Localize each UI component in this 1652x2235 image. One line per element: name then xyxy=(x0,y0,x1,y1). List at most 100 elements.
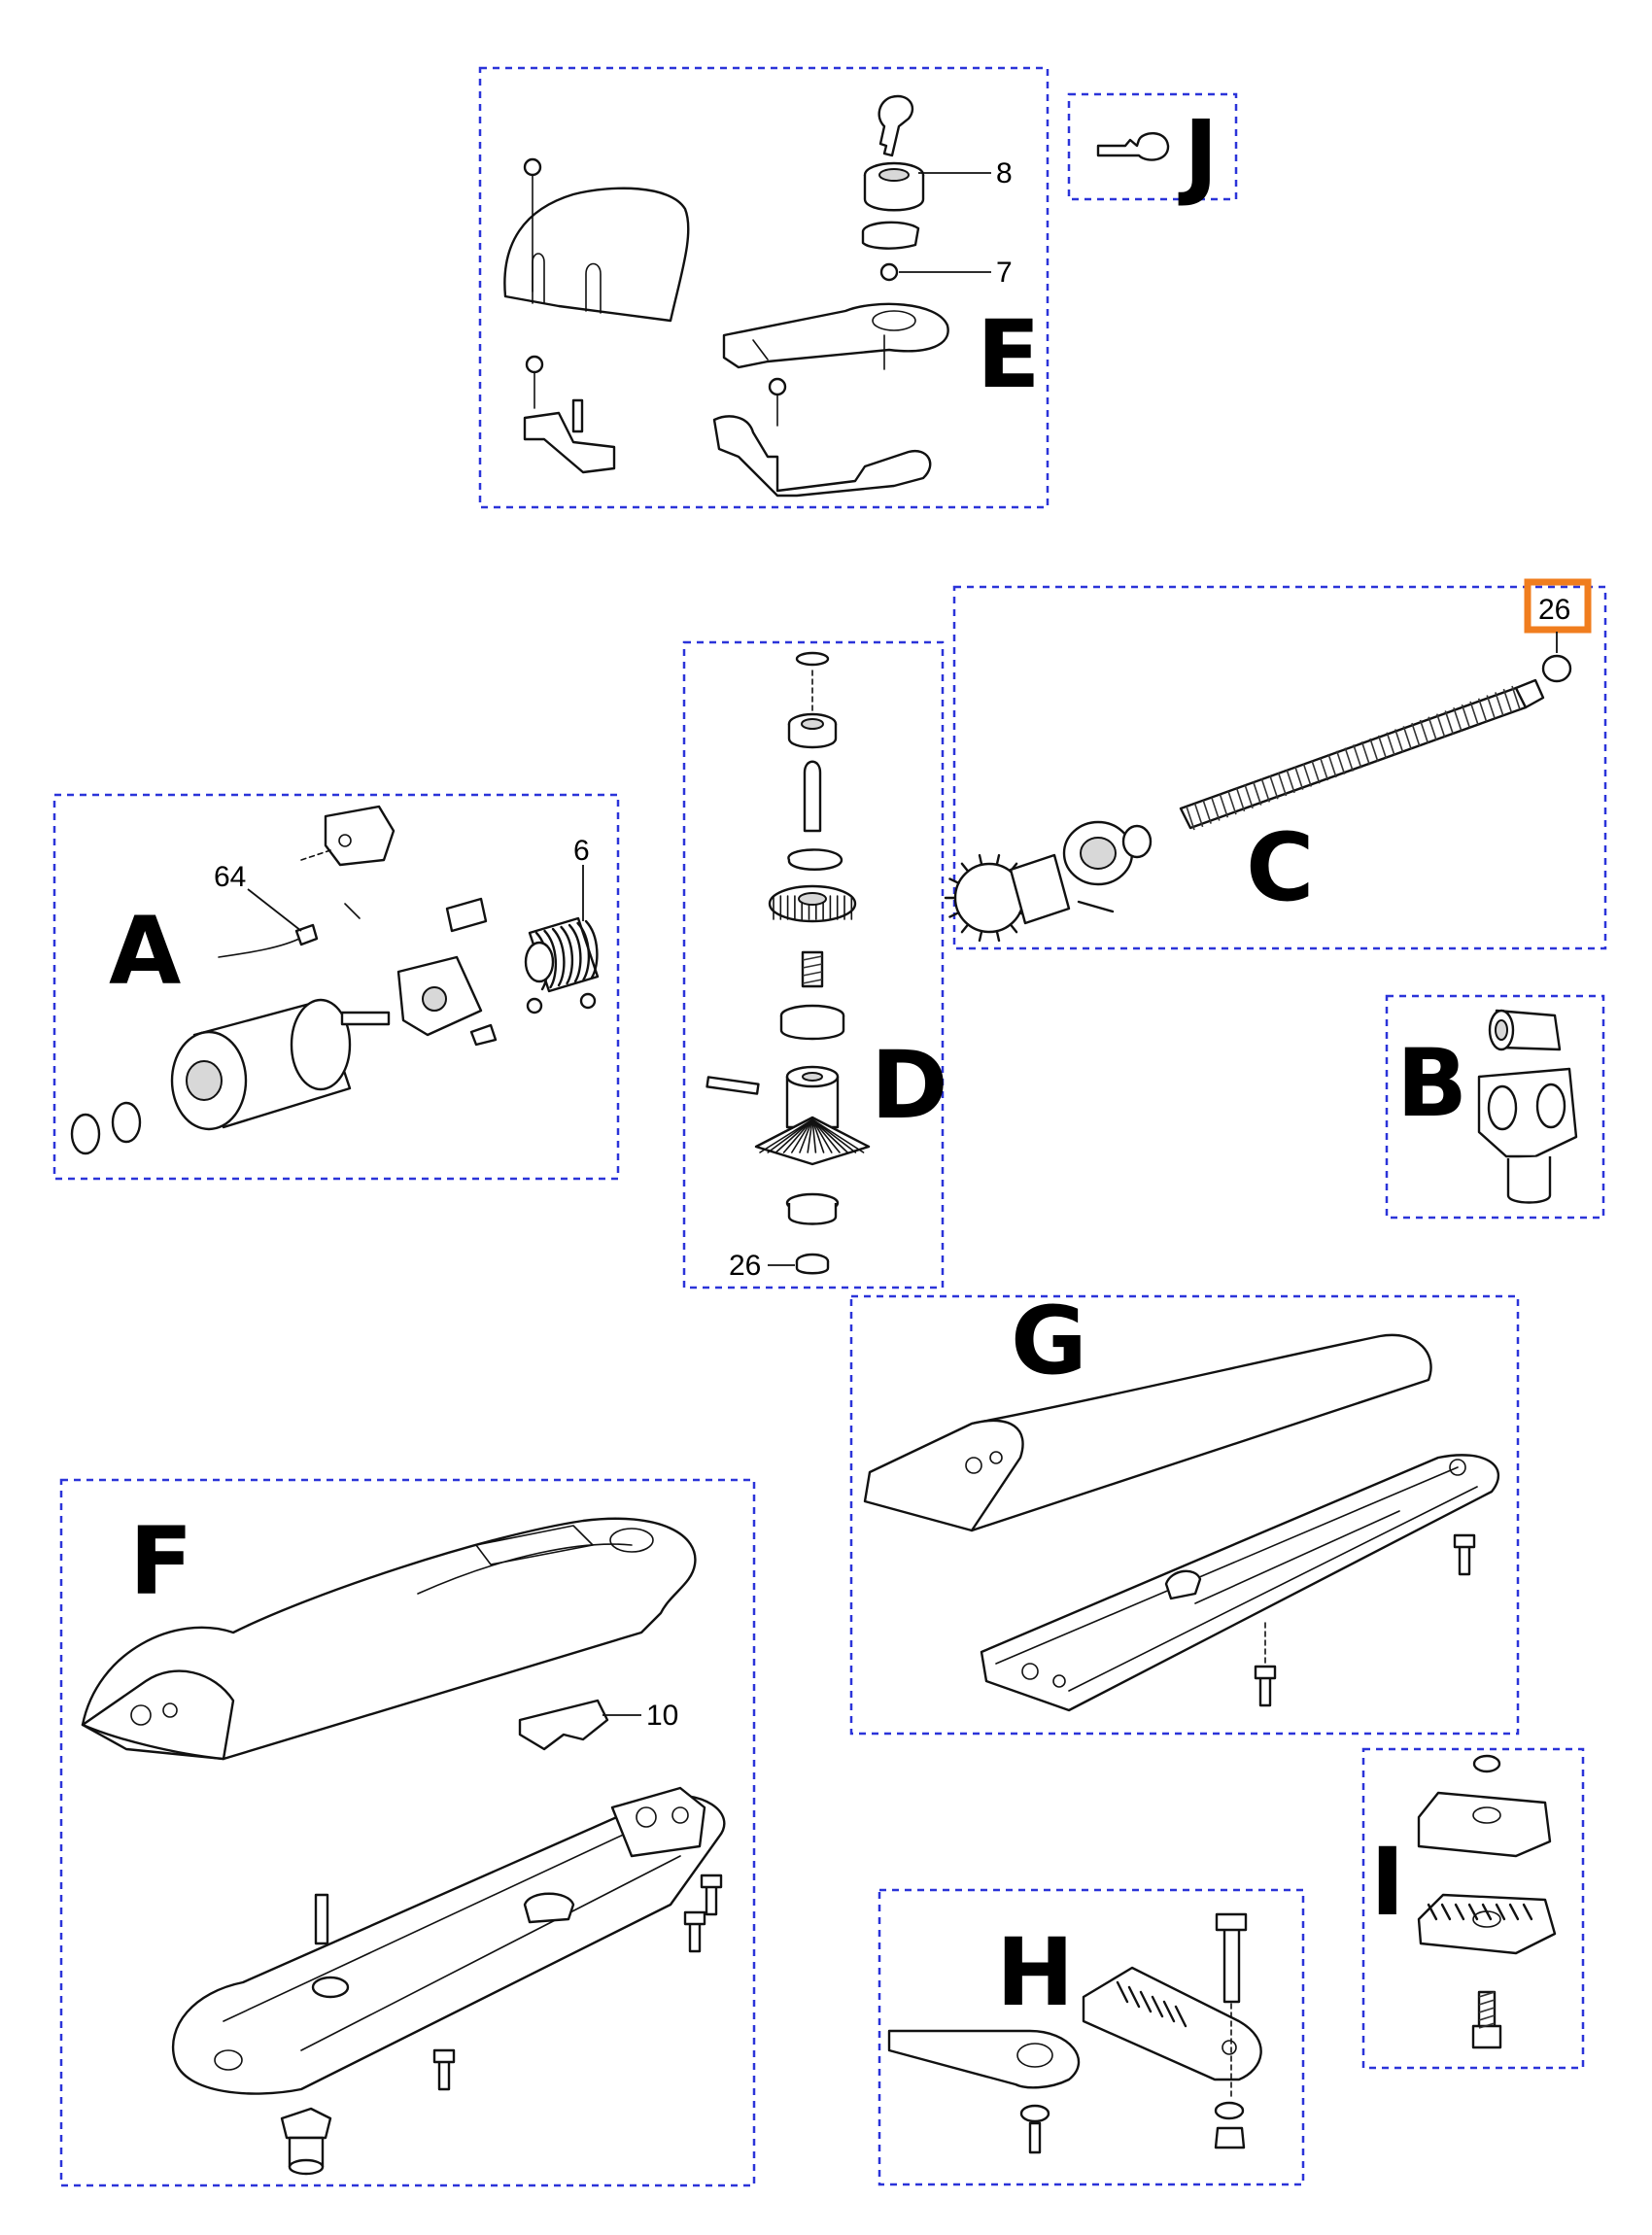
screw-part xyxy=(437,2058,451,2091)
worm-coil xyxy=(560,925,574,985)
gear-tooth xyxy=(811,1118,833,1153)
worm-coil xyxy=(543,929,558,989)
top-cover-part xyxy=(970,1333,1432,1532)
worm-coil xyxy=(551,927,566,987)
worm-screw-part xyxy=(1179,654,1572,831)
output-shaft-gear-part xyxy=(754,1065,871,1166)
thread-line xyxy=(1286,769,1295,794)
group-j-letter: J xyxy=(1178,100,1219,209)
thread-line xyxy=(1235,787,1246,812)
nut-part xyxy=(795,1253,830,1275)
thread-line xyxy=(1411,722,1421,747)
pin-part xyxy=(803,760,822,833)
callout-8: 8 xyxy=(996,157,1013,189)
key-icon xyxy=(878,94,914,157)
thread-line xyxy=(1511,685,1521,710)
flat-plate-part xyxy=(887,2029,1081,2089)
worm-gear-part xyxy=(524,916,600,1014)
group-e: 8 7 E xyxy=(478,66,1050,509)
gear-tooth xyxy=(759,1118,813,1153)
screw-part xyxy=(688,1920,702,1953)
fork-bracket-part xyxy=(1477,1067,1578,1204)
thread-line xyxy=(1311,760,1321,784)
gear-tooth xyxy=(811,1118,817,1153)
group-h: H xyxy=(878,1888,1305,2186)
block-tooth xyxy=(1440,1903,1452,1921)
spring-part xyxy=(801,950,824,988)
bearing-part xyxy=(1062,820,1153,886)
gear-tooth xyxy=(782,1118,813,1153)
block-tooth xyxy=(1508,1903,1520,1921)
bush-part xyxy=(1488,1009,1562,1051)
group-j: J xyxy=(1067,92,1238,209)
thread-line xyxy=(1319,756,1329,781)
group-b: B xyxy=(1385,994,1605,1220)
block-tooth xyxy=(1495,1903,1506,1921)
cover-part xyxy=(503,187,690,323)
release-lever-part xyxy=(722,302,949,369)
cable-part xyxy=(218,937,302,958)
gear-tooth xyxy=(978,853,983,867)
gear-tooth xyxy=(948,911,960,918)
screw-part xyxy=(1258,1674,1272,1707)
group-f-box xyxy=(59,1478,756,2187)
thread-line xyxy=(1327,753,1337,778)
gear-tooth xyxy=(811,1118,841,1153)
thread-line xyxy=(1502,688,1513,713)
group-c-box xyxy=(952,585,1607,950)
gear-tooth xyxy=(774,1118,813,1153)
gear-tooth xyxy=(767,1118,813,1153)
thread-line xyxy=(1252,781,1262,806)
group-b-box xyxy=(1385,994,1605,1220)
sliding-block-part xyxy=(1417,1791,1552,1858)
group-a-letter: A xyxy=(109,897,181,1006)
logo-stripe xyxy=(1139,1990,1153,2013)
thread-line xyxy=(1335,750,1346,775)
thread-line xyxy=(1478,1991,1496,1998)
group-d: 26 D xyxy=(682,640,948,1289)
logo-stripe xyxy=(1127,1985,1141,2009)
thread-line xyxy=(1453,707,1463,732)
group-h-letter: H xyxy=(996,1918,1074,2027)
group-g-letter: G xyxy=(1011,1287,1087,1395)
group-e-letter: E xyxy=(977,300,1041,409)
bearing-part xyxy=(787,712,838,749)
bevel-gear-part xyxy=(944,853,1071,943)
logo-stripe xyxy=(1151,1995,1164,2018)
thread-line xyxy=(1478,2014,1496,2021)
toothed-block-part xyxy=(1417,1893,1557,1955)
gear-tooth xyxy=(995,853,1001,867)
washer-part xyxy=(1019,2104,1050,2123)
thread-line xyxy=(1353,744,1362,769)
group-e-box xyxy=(478,66,1050,509)
washer-part xyxy=(1214,2101,1245,2120)
worm-coil xyxy=(584,919,599,980)
bushing-part xyxy=(785,1192,840,1225)
thread-line xyxy=(1219,794,1229,818)
motor-part xyxy=(170,998,391,1131)
lever-assembly-part xyxy=(712,415,932,498)
group-f: F 10 xyxy=(59,1478,756,2187)
gear-tooth xyxy=(790,1118,813,1153)
gear-tooth xyxy=(1009,923,1018,934)
thread-line xyxy=(1478,1999,1496,2006)
bolt-part xyxy=(1222,1927,1241,2004)
gear-tooth xyxy=(960,862,970,873)
gear-tooth xyxy=(948,877,960,885)
worm-coil xyxy=(576,921,591,981)
thread-line xyxy=(1302,763,1313,787)
group-c-letter: C xyxy=(1246,813,1314,922)
group-g: G xyxy=(849,1287,1520,1736)
cable-gland-part xyxy=(280,2107,332,2176)
thread-line xyxy=(1402,726,1413,750)
thread-line xyxy=(1186,806,1195,831)
logo-stripe xyxy=(1162,2000,1176,2023)
block-tooth xyxy=(1427,1903,1438,1921)
gear-tooth xyxy=(960,923,970,934)
encoder-part xyxy=(324,805,396,867)
highlight-box xyxy=(1524,578,1592,634)
block-tooth xyxy=(1454,1903,1465,1921)
worm-coil xyxy=(568,923,582,983)
block-tooth xyxy=(1467,1903,1479,1921)
base-tray-part xyxy=(172,1794,726,2095)
